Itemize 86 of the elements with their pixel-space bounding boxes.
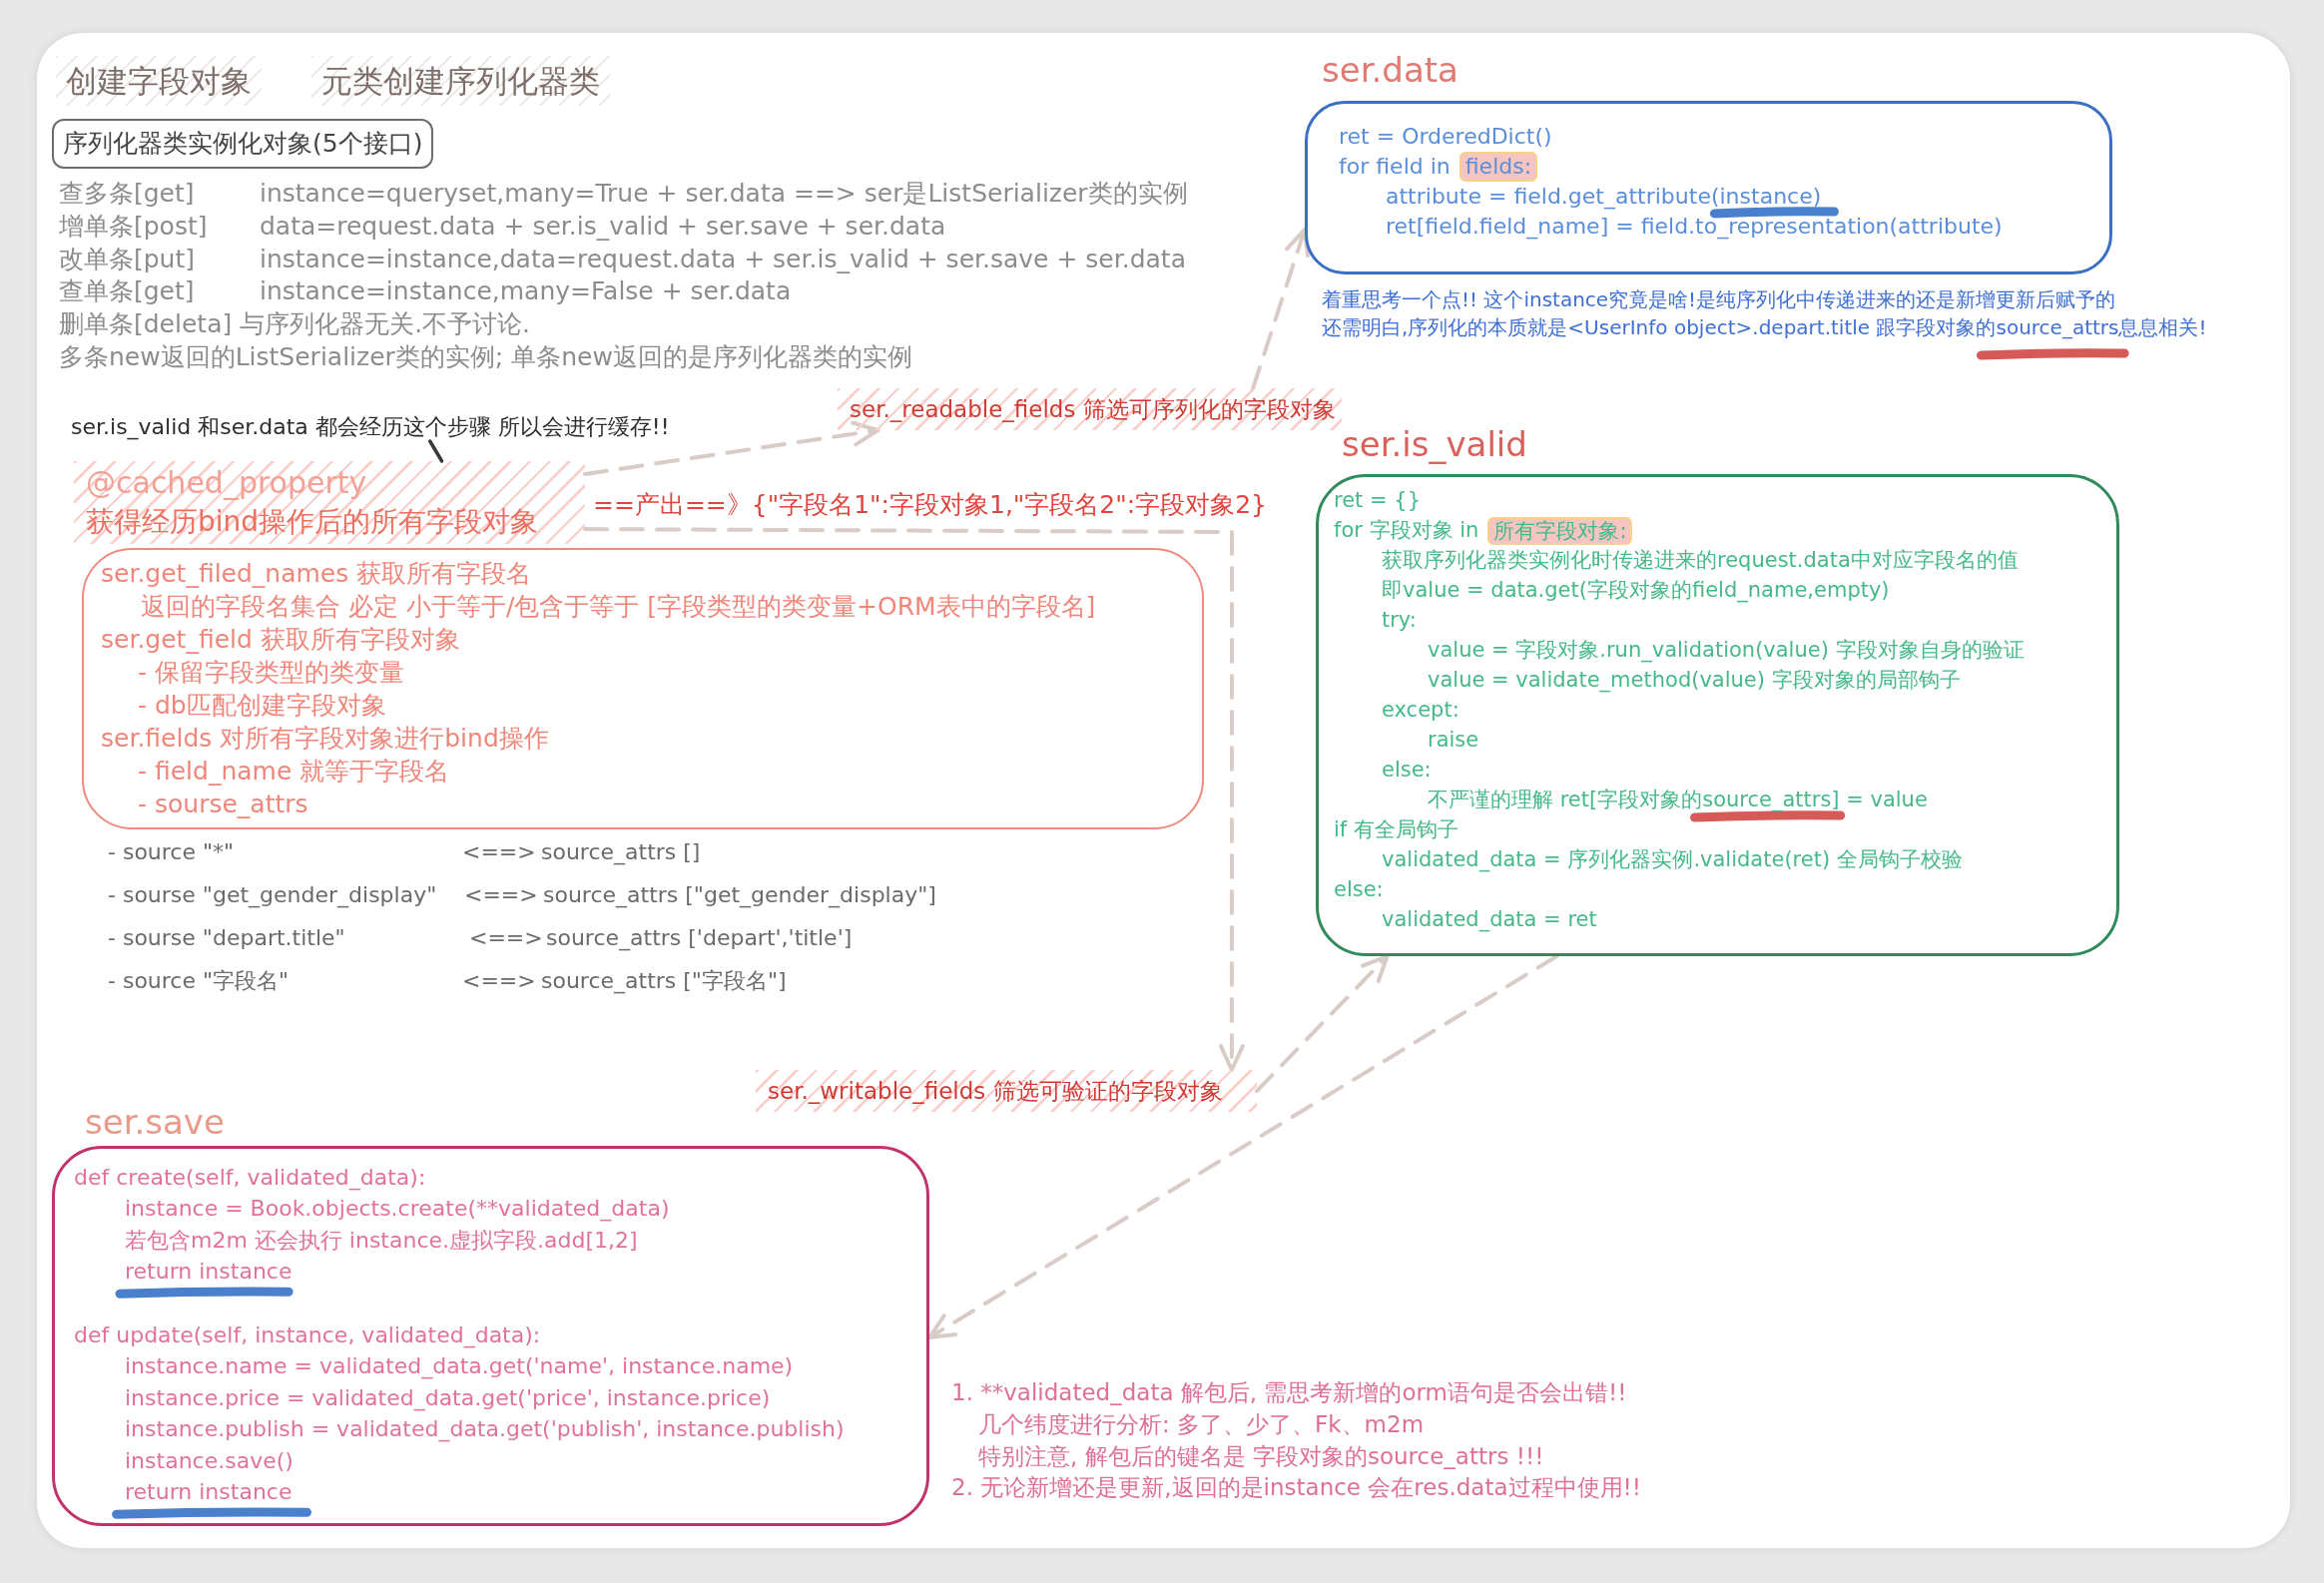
- code-line: def update(self, instance, validated_data):: [74, 1321, 541, 1348]
- source-text: - source "字段名": [108, 966, 290, 995]
- note-text: 2. 无论新增还是更新,返回的是instance 会在res.data过程中使用!!: [951, 1473, 1641, 1503]
- source-attrs-text: source_attrs ["字段名"]: [541, 966, 787, 996]
- code-line: attribute = field.get_attribute(instance): [1386, 183, 1822, 211]
- source-text: - sourse "get_gender_display": [108, 880, 437, 910]
- note-text: 删单条[deleta] 与序列化器无关.不予讨论.: [59, 307, 531, 340]
- call-chain-text: instance=instance,data=request.data + ser.is_valid + ser.save + ser.data: [260, 243, 1186, 275]
- title-box: 序列化器类实例化对象(5个接口): [52, 119, 434, 169]
- code-line: for field in: [1339, 153, 1451, 181]
- dashed-arrow: [583, 420, 880, 476]
- code-line: raise: [1428, 728, 1479, 754]
- source-attrs-text: source_attrs ["get_gender_display"]: [543, 880, 936, 910]
- equivalence-text: <==>: [469, 923, 543, 952]
- source-attrs-text: source_attrs ['depart','title']: [546, 923, 853, 953]
- code-line: ser.get_filed_names 获取所有字段名: [101, 558, 532, 589]
- section-heading: ser.save: [85, 1102, 225, 1142]
- code-line: instance.price = validated_data.get('price', instance.price): [125, 1384, 771, 1411]
- code-line: ret = {}: [1334, 488, 1421, 514]
- code-line: 不严谨的理解 ret[字段对象的source_attrs] = value: [1428, 788, 1928, 813]
- highlighted-text: 所有字段对象:: [1487, 516, 1633, 546]
- leader-line: [427, 439, 444, 463]
- code-line: def create(self, validated_data):: [74, 1164, 426, 1191]
- equivalence-text: <==>: [464, 880, 538, 909]
- hatched-heading: 创建字段对象: [56, 56, 262, 106]
- code-line: - db匹配创建字段对象: [138, 690, 386, 721]
- call-chain-text: data=request.data + ser.is_valid + ser.save + ser.data: [260, 210, 946, 243]
- note-text: ser.is_valid 和ser.data 都会经历这个步骤 所以会进行缓存!!: [71, 413, 670, 441]
- request-method-text: 查单条[get]: [59, 274, 195, 307]
- section-heading: ser.is_valid: [1342, 424, 1527, 464]
- hatched-label: ser._writable_fields 筛选可验证的字段对象: [756, 1070, 1257, 1112]
- code-line: value = validate_method(value) 字段对象的局部钩子: [1428, 668, 1961, 694]
- code-line: except:: [1382, 698, 1459, 724]
- code-line: - 保留字段类型的类变量: [138, 657, 404, 688]
- code-line: instance.save(): [125, 1447, 293, 1474]
- note-text: 特别注意, 解包后的键名是 字段对象的source_attrs !!!: [978, 1442, 1544, 1472]
- code-line: else:: [1334, 877, 1384, 903]
- code-line: for 字段对象 in: [1334, 518, 1479, 544]
- highlighted-text: fields:: [1458, 152, 1538, 182]
- code-line: if 有全局钩子: [1334, 817, 1458, 843]
- code-line: instance.name = validated_data.get('name', instance.name): [125, 1353, 794, 1380]
- note-text: 1. **validated_data 解包后, 需思考新增的orm语句是否会出错!!: [951, 1378, 1627, 1408]
- code-line: instance.publish = validated_data.get('publish', instance.publish): [125, 1416, 845, 1443]
- dashed-arrow: [583, 527, 1245, 1072]
- hatched-heading: 元类创建序列化器类: [311, 56, 610, 106]
- code-line: ret[field.field_name] = field.to_representation(attribute): [1386, 213, 2003, 241]
- code-line: validated_data = 序列化器实例.validate(ret) 全局钩子校验: [1382, 847, 1963, 873]
- subheading-text: 获得经历bind操作后的所有字段对象: [86, 505, 539, 539]
- hatched-label: ser._readable_fields 筛选可序列化的字段对象: [838, 388, 1342, 430]
- code-line: value = 字段对象.run_validation(value) 字段对象自身的验证: [1428, 638, 2025, 664]
- code-line: - field_name 就等于字段名: [138, 756, 450, 787]
- equivalence-text: <==>: [462, 837, 536, 866]
- source-attrs-text: source_attrs []: [541, 837, 701, 867]
- code-box: [82, 548, 1204, 829]
- request-method-text: 查多条[get]: [59, 177, 195, 210]
- call-chain-text: instance=instance,many=False + ser.data: [260, 274, 792, 307]
- code-line: - sourse_attrs: [138, 789, 308, 819]
- source-text: - source "*": [108, 837, 235, 866]
- decorator-text: @cached_property: [86, 465, 367, 501]
- code-line: ser.fields 对所有字段对象进行bind操作: [101, 723, 549, 754]
- code-line: 返回的字段名集合 必定 小于等于/包含于等于 [字段类型的类变量+ORM表中的字段名]: [141, 591, 1096, 622]
- note-text: 几个纬度进行分析: 多了、少了、Fk、m2m: [978, 1410, 1425, 1440]
- code-line: validated_data = ret: [1382, 907, 1597, 933]
- code-line: 若包含m2m 还会执行 instance.虚拟字段.add[1,2]: [125, 1227, 638, 1254]
- code-line: else:: [1382, 758, 1432, 784]
- code-line: instance = Book.objects.create(**validated_data): [125, 1196, 670, 1223]
- dashed-arrow: [1255, 954, 1390, 1093]
- output-note: ==产出==》{"字段名1":字段对象1,"字段名2":字段对象2}: [593, 490, 1267, 520]
- equivalence-text: <==>: [462, 966, 536, 995]
- note-text: 着重思考一个点!! 这个instance究竟是啥!是纯序列化中传递进来的还是新增更新后赋予的: [1322, 286, 2116, 312]
- request-method-text: 增单条[post]: [59, 210, 208, 243]
- code-line: 获取序列化器类实例化时传递进来的request.data中对应字段名的值: [1382, 548, 2019, 574]
- dashed-arrow: [1251, 227, 1310, 390]
- note-text: 还需明白,序列化的本质就是<UserInfo object>.depart.title 跟字段对象的source_attrs息息相关!: [1322, 314, 2207, 340]
- section-heading: ser.data: [1322, 50, 1458, 90]
- code-line: return instance: [125, 1479, 292, 1506]
- note-text: 多条new返回的ListSerializer类的实例; 单条new返回的是序列化器类的实例: [59, 340, 912, 373]
- call-chain-text: instance=queryset,many=True + ser.data ==> ser是ListSerializer类的实例: [260, 177, 1188, 210]
- code-line: try:: [1382, 608, 1417, 634]
- code-line: ret = OrderedDict(): [1339, 123, 1552, 151]
- code-line: 即value = data.get(字段对象的field_name,empty): [1382, 578, 1890, 604]
- dashed-arrow: [927, 954, 1559, 1339]
- source-text: - sourse "depart.title": [108, 923, 345, 952]
- code-line: ser.get_field 获取所有字段对象: [101, 624, 460, 655]
- request-method-text: 改单条[put]: [59, 243, 196, 275]
- code-line: return instance: [125, 1259, 292, 1286]
